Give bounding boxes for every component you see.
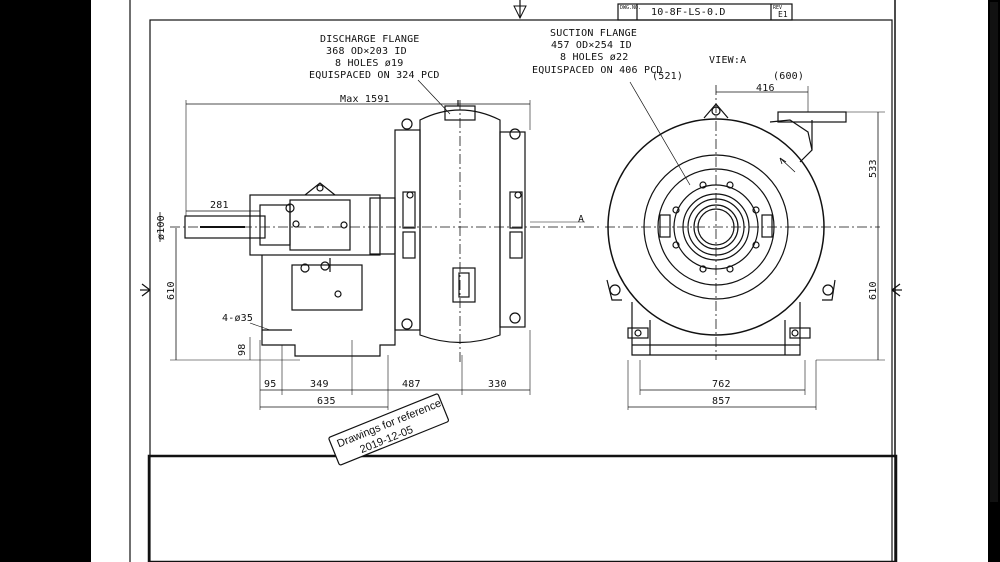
suction-flange-holes: 8 HOLES ø22: [560, 52, 628, 63]
view-a-label: VIEW:A: [709, 55, 746, 66]
dim-610-right: 610: [868, 281, 879, 300]
dim-600: (600): [773, 71, 804, 82]
pump-drawing: 10-8F-LS-0.D DWG.NO. REV E1 DISCHARGE FL…: [129, 0, 902, 562]
dim-416: 416: [756, 83, 775, 94]
discharge-flange-holes: 8 HOLES ø19: [335, 58, 403, 69]
dim-349: 349: [310, 379, 329, 390]
zoom-in-button[interactable]: +: [963, 522, 977, 541]
dim-762: 762: [712, 379, 731, 390]
dim-533: 533: [868, 159, 879, 178]
discharge-flange-pcd: EQUISPACED ON 324 PCD: [309, 70, 440, 81]
suction-flange-title: SUCTION FLANGE: [550, 28, 637, 39]
rev-label: REV: [773, 5, 782, 11]
zoom-out-button[interactable]: −: [937, 522, 951, 541]
dim-holes: 4-ø35: [222, 313, 253, 324]
dim-487: 487: [402, 379, 421, 390]
dim-281: 281: [210, 200, 229, 211]
scroll-thumb[interactable]: [990, 2, 998, 502]
dim-610-left: 610: [166, 281, 177, 300]
vertical-scrollbar[interactable]: [988, 0, 1000, 562]
discharge-flange-od: 368 OD×203 ID: [326, 46, 407, 57]
discharge-flange-title: DISCHARGE FLANGE: [320, 34, 420, 45]
rev-value: E1: [778, 10, 788, 19]
suction-flange-od: 457 OD×254 ID: [551, 40, 632, 51]
dim-98: 98: [237, 344, 248, 356]
dim-95: 95: [264, 379, 276, 390]
dim-330: 330: [488, 379, 507, 390]
dim-521: (521): [652, 71, 683, 82]
dim-max-length: Max 1591: [340, 94, 390, 105]
dim-635: 635: [317, 396, 336, 407]
dwg-no-label: DWG.NO.: [620, 5, 641, 11]
reference-stamp: [328, 393, 450, 466]
dim-shaft-dia: ø100: [156, 215, 167, 240]
section-mark-a: A: [578, 214, 584, 225]
dwg-no: 10-8F-LS-0.D: [651, 7, 726, 18]
suction-flange-pcd: EQUISPACED ON 406 PCD: [532, 65, 663, 76]
dim-857: 857: [712, 396, 731, 407]
drawing-sheet: 10-8F-LS-0.D DWG.NO. REV E1 DISCHARGE FL…: [91, 0, 1000, 562]
